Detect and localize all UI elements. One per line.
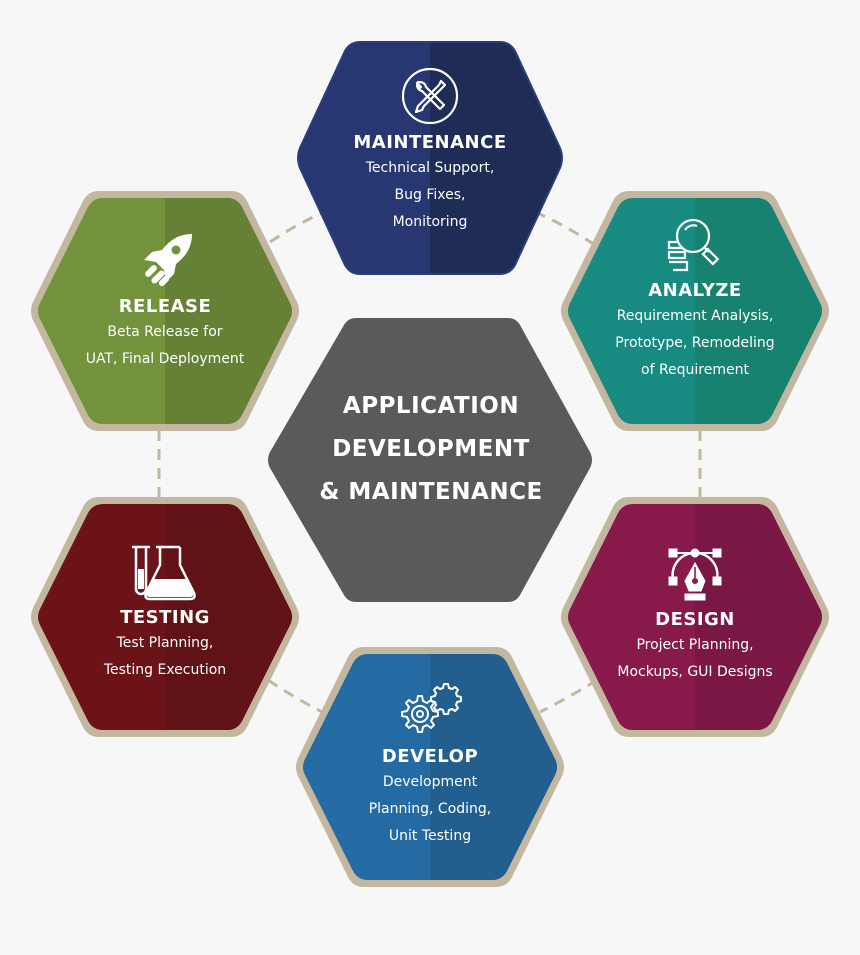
wrench-screwdriver-icon: [401, 67, 459, 125]
stage-title: TESTING: [120, 607, 210, 628]
stage-title: RELEASE: [118, 296, 212, 317]
stage-description: Project Planning, Mockups, GUI Designs: [617, 632, 772, 686]
stage-title: DEVELOP: [381, 746, 479, 767]
stage-description: Test Planning, Testing Execution: [104, 630, 226, 684]
magnifier-document-icon: [667, 218, 720, 272]
description-line: of Requirement: [641, 362, 749, 378]
description-line: Prototype, Remodeling: [615, 335, 775, 351]
description-line: Monitoring: [392, 214, 468, 230]
stage-maintenance: MAINTENANCE Technical Support, Bug Fixes…: [320, 66, 540, 236]
center-hexagon: [268, 318, 592, 602]
stage-description: Development Planning, Coding, Unit Testi…: [369, 769, 492, 850]
stage-analyze: ANALYZE Requirement Analysis, Prototype,…: [585, 214, 805, 384]
description-line: Requirement Analysis,: [616, 308, 774, 324]
stage-title: MAINTENANCE: [353, 132, 507, 153]
description-line: Mockups, GUI Designs: [617, 664, 773, 680]
description-line: Development: [382, 774, 478, 790]
lab-flask-icon: [132, 545, 196, 601]
center-title-line-3: & MAINTENANCE: [319, 479, 543, 505]
stage-description: Technical Support, Bug Fixes, Monitoring: [366, 155, 495, 236]
stage-testing: TESTING Test Planning, Testing Execution: [55, 543, 275, 684]
pen-tool-icon: [668, 548, 722, 601]
description-line: UAT, Final Deployment: [85, 351, 245, 367]
description-line: Test Planning,: [116, 635, 214, 651]
description-line: Unit Testing: [388, 828, 472, 844]
stage-description: Beta Release for UAT, Final Deployment: [86, 319, 245, 373]
center-title: APPLICATION DEVELOPMENT & MAINTENANCE: [266, 385, 596, 514]
description-line: Project Planning,: [636, 637, 754, 653]
stage-title: DESIGN: [655, 609, 735, 630]
gears-icon: [401, 683, 462, 733]
description-line: Technical Support,: [365, 160, 495, 176]
hexagon-analyze: [561, 191, 829, 431]
stage-title: ANALYZE: [648, 280, 742, 301]
hexagon-testing: [31, 497, 299, 737]
stage-develop: DEVELOP Development Planning, Coding, Un…: [320, 682, 540, 850]
description-line: Testing Execution: [103, 662, 227, 678]
description-line: Bug Fixes,: [394, 187, 466, 203]
stage-release: RELEASE Beta Release for UAT, Final Depl…: [55, 232, 275, 373]
stage-design: DESIGN Project Planning, Mockups, GUI De…: [585, 545, 805, 686]
description-line: Planning, Coding,: [368, 801, 492, 817]
description-line: Beta Release for: [107, 324, 223, 340]
center-title-line-2: DEVELOPMENT: [332, 436, 530, 462]
rocket-icon: [144, 234, 192, 287]
center-title-line-1: APPLICATION: [342, 393, 520, 419]
stage-description: Requirement Analysis, Prototype, Remodel…: [615, 303, 774, 384]
hexagon-release: [31, 191, 299, 431]
